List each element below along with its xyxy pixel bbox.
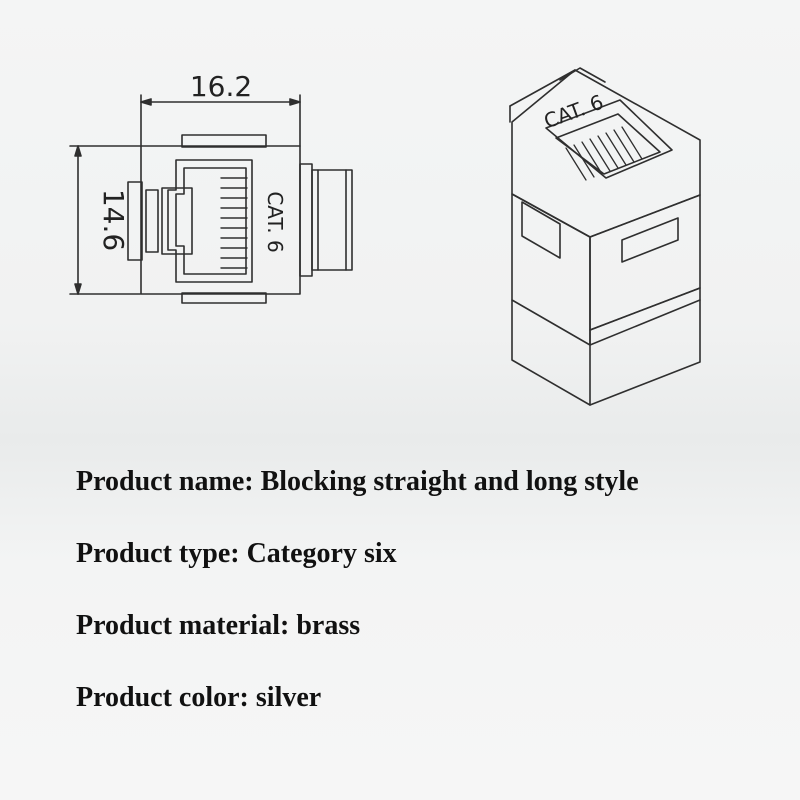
iso-cat6-label: CAT. 6 (541, 90, 607, 134)
height-dimension-line (69, 145, 141, 295)
spec-value: Blocking straight and long style (260, 466, 639, 497)
spec-label: Product color: (76, 682, 249, 713)
spec-value: brass (296, 610, 361, 641)
width-dimension-line (140, 94, 301, 147)
front-view (69, 94, 353, 304)
spec-product-color: Product color: silver (76, 678, 776, 750)
spec-product-name: Product name: Blocking straight and long… (76, 462, 776, 534)
isometric-view (509, 67, 701, 406)
spec-label: Product type: (76, 538, 240, 569)
spec-label: Product material: (76, 610, 290, 641)
height-dimension-label: 14.6 (97, 189, 130, 251)
width-dimension-label: 16.2 (190, 70, 252, 103)
spec-product-type: Product type: Category six (76, 534, 776, 606)
spec-list: Product name: Blocking straight and long… (76, 462, 776, 750)
spec-value: Category six (246, 538, 397, 569)
spec-value: silver (255, 682, 322, 713)
spec-label: Product name: (76, 466, 254, 497)
front-cat6-label: CAT. 6 (263, 191, 287, 252)
spec-product-material: Product material: brass (76, 606, 776, 678)
product-diagram: 16.2 14.6 CAT. 6 CAT. 6 (69, 67, 701, 406)
